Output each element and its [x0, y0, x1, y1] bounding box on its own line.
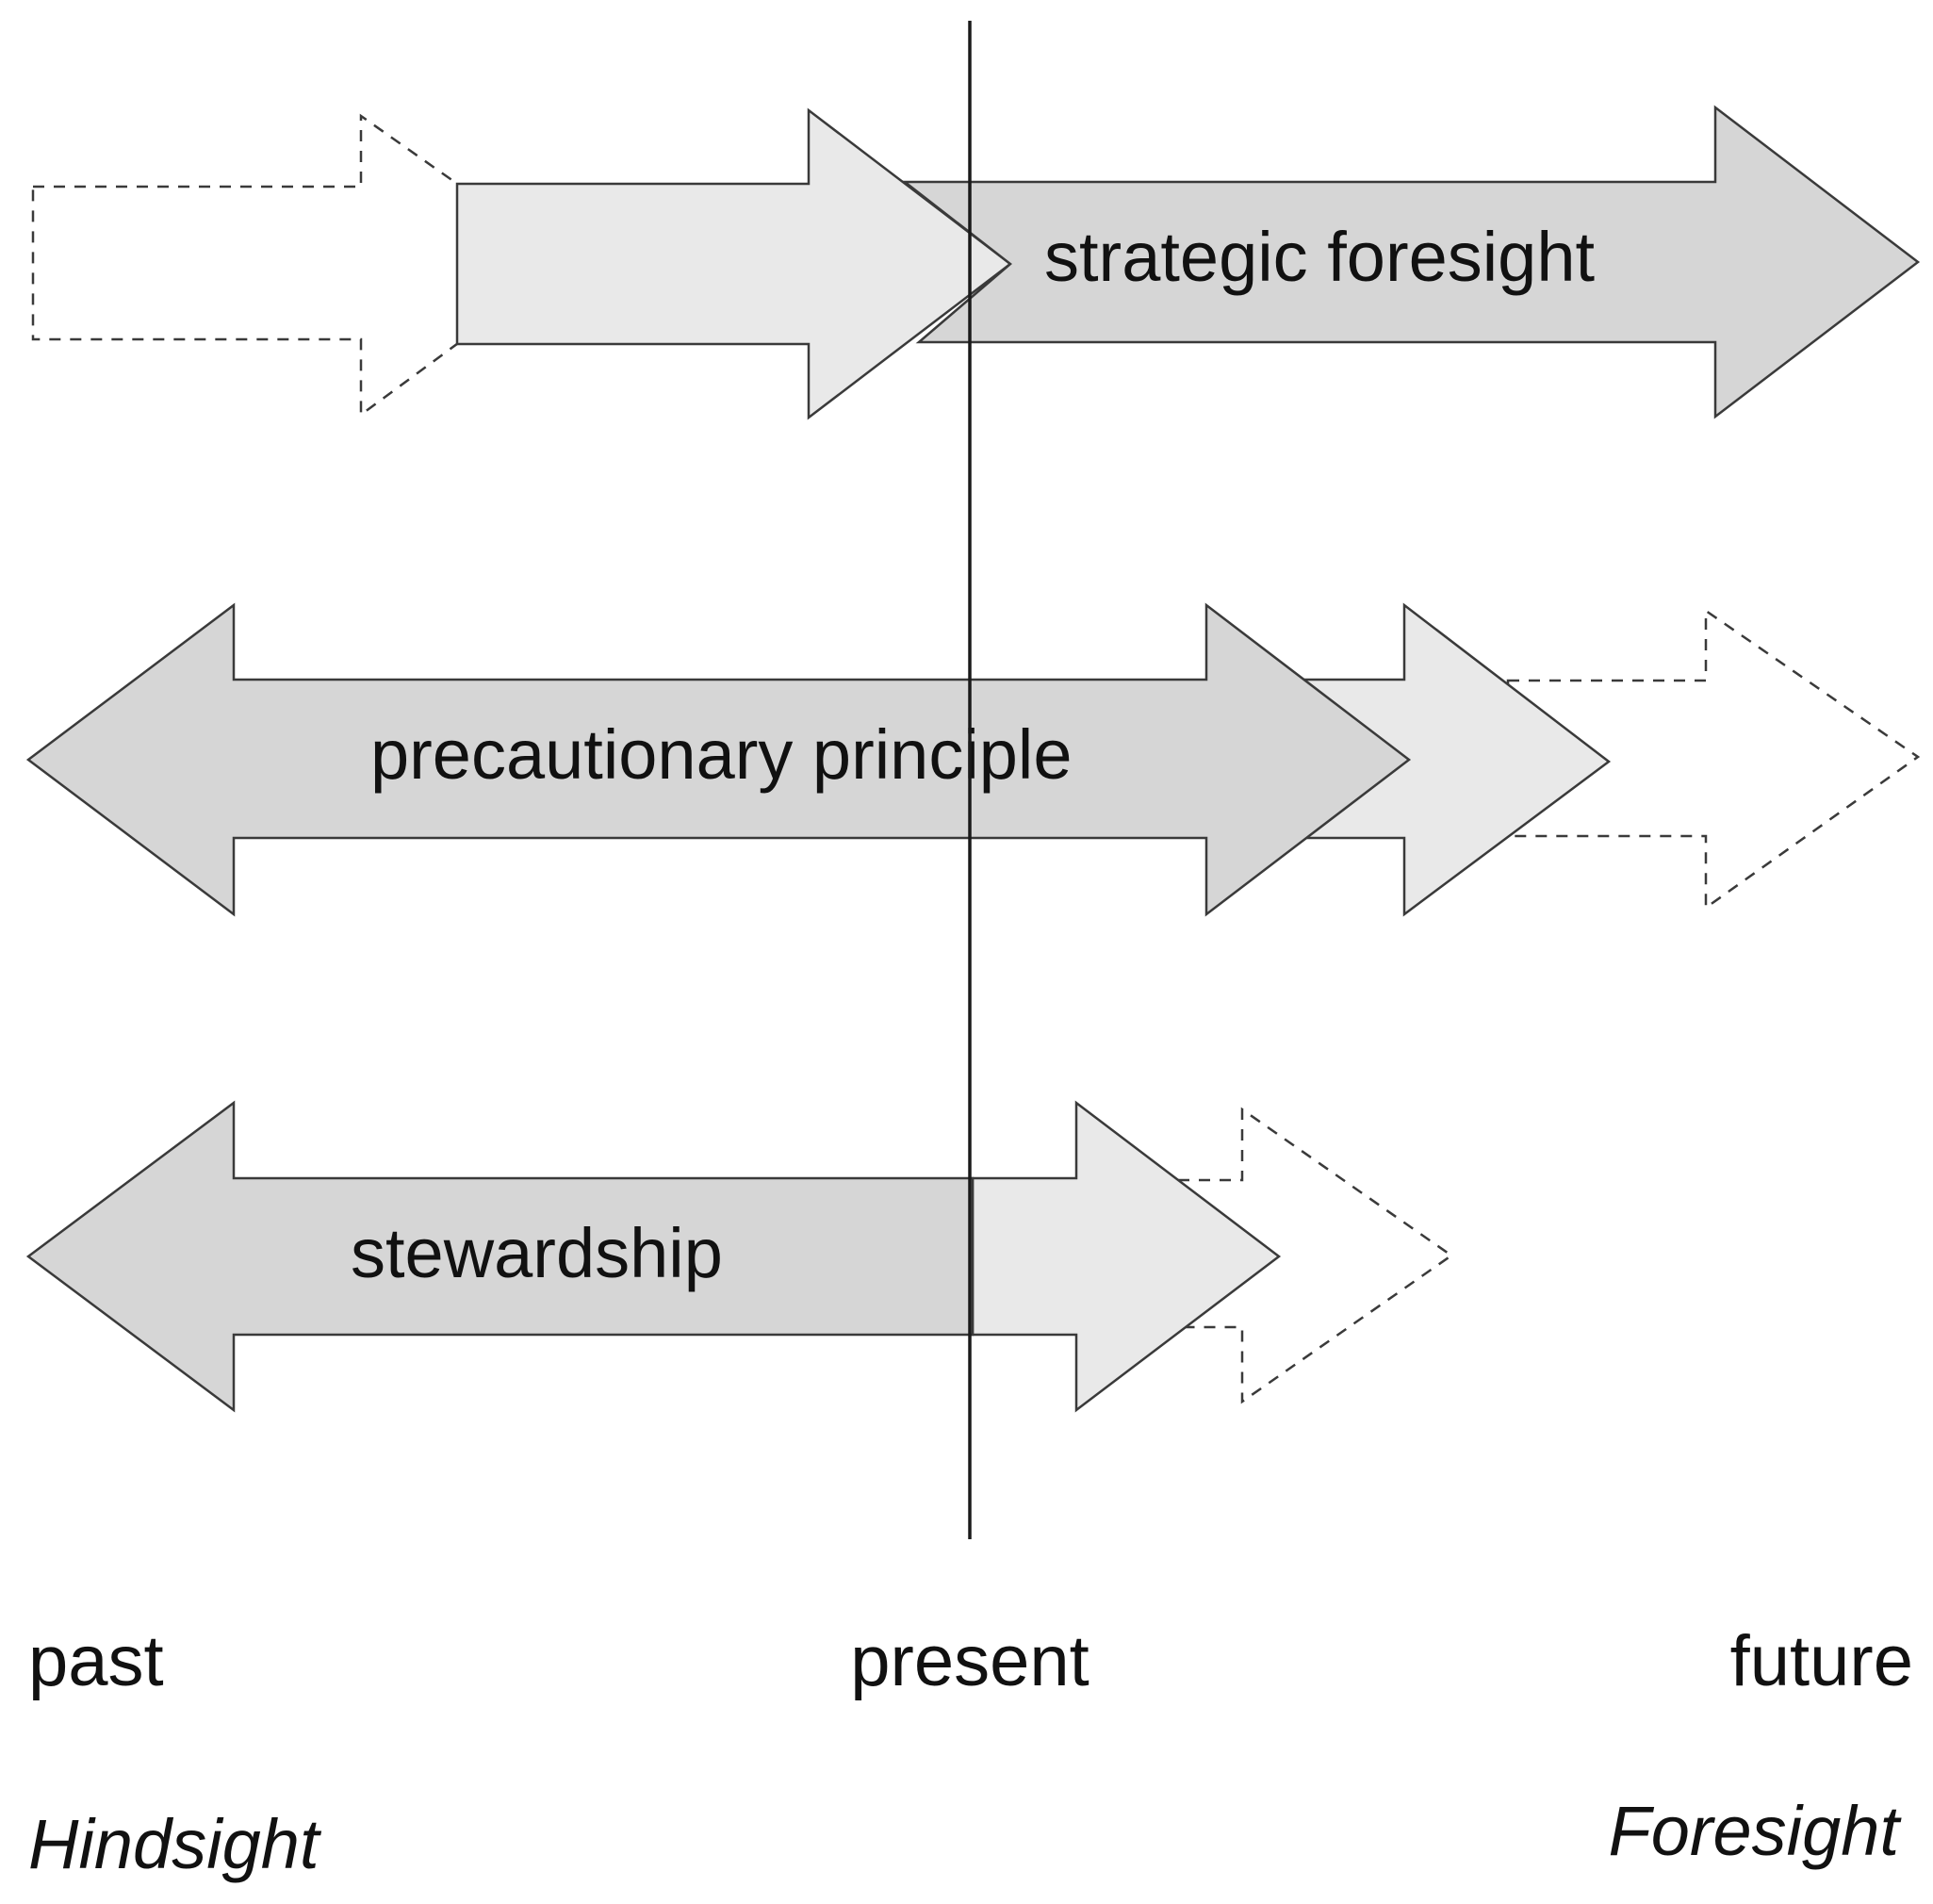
precautionary-principle-main-arrow	[25, 602, 1412, 917]
precautionary-principle-label: precautionary principle	[370, 715, 1073, 794]
present-label: present	[850, 1621, 1089, 1701]
stewardship-group: stewardship	[25, 1100, 1454, 1413]
stewardship-dashed-arrow	[1176, 1107, 1454, 1404]
strategic-foresight-main-arrow	[901, 105, 1921, 419]
precautionary-principle-dashed-arrow	[1506, 608, 1921, 911]
foresight-label: Foresight	[1609, 1792, 1903, 1870]
hindsight-label: Hindsight	[28, 1805, 322, 1883]
precautionary-principle-group: precautionary principle	[25, 602, 1921, 917]
strategic-foresight-light-arrow	[455, 107, 1013, 420]
strategic-foresight-dashed-arrow	[31, 113, 571, 418]
stewardship-label: stewardship	[351, 1214, 723, 1292]
stewardship-main-arrow	[25, 1100, 975, 1413]
stewardship-light-arrow	[971, 1100, 1282, 1413]
future-label: future	[1730, 1621, 1913, 1701]
strategic-foresight-group: strategic foresight	[31, 105, 1921, 420]
strategic-foresight-label: strategic foresight	[1044, 218, 1595, 296]
precautionary-principle-light-arrow	[1299, 602, 1612, 917]
past-label: past	[28, 1621, 164, 1701]
